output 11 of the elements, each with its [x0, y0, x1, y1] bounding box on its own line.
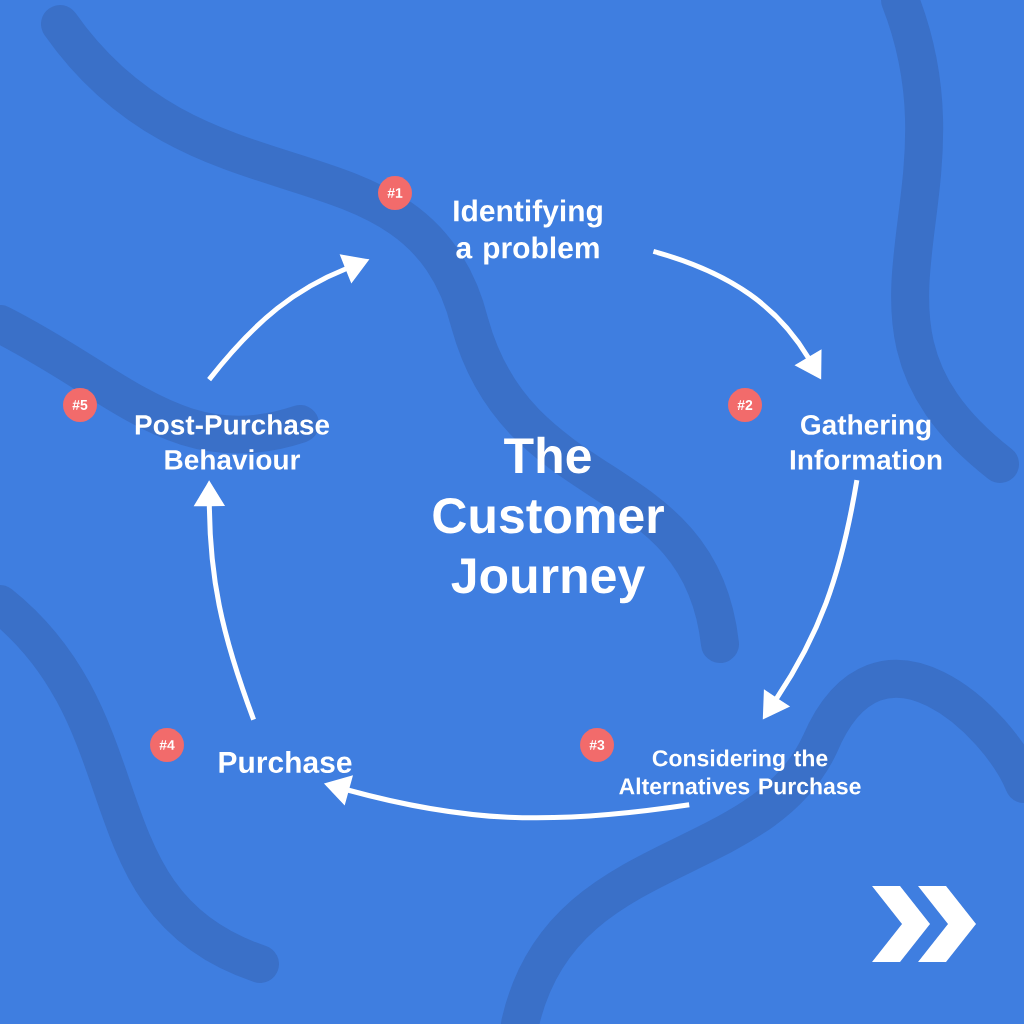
stage-label: Purchase	[219, 751, 352, 773]
number-badge: #5	[63, 388, 97, 422]
stage-label: Post-Purchase Behaviour	[135, 414, 330, 470]
number-badge: #4	[150, 728, 184, 762]
number-badge: #1	[378, 176, 412, 210]
stage-label: Identifying a problem	[454, 199, 602, 265]
stage-label: Considering the Alternatives Purchase	[619, 749, 861, 795]
title: The Customer Journey	[433, 436, 664, 604]
number-badge: #2	[728, 388, 762, 422]
number-badge: #3	[580, 728, 614, 762]
stage-label: Gathering Information	[790, 414, 942, 470]
